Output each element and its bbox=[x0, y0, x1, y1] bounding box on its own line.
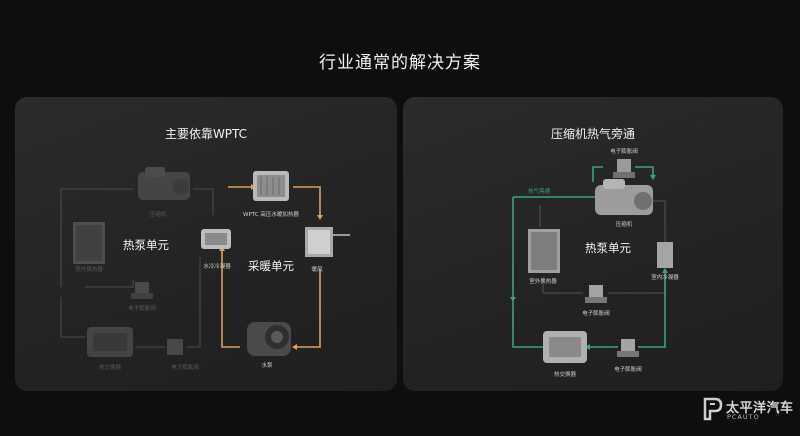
right-plate-hx-icon bbox=[543, 331, 587, 363]
right-outdoor-hx-icon bbox=[528, 229, 560, 273]
water-pump-icon bbox=[247, 322, 291, 356]
heating-arrow-2 bbox=[317, 215, 323, 220]
left-panel-title: 主要依靠WPTC bbox=[164, 127, 248, 141]
left-plate-hx-icon bbox=[87, 327, 133, 357]
right-label-indoor-condenser: 室内冷凝器 bbox=[651, 275, 679, 281]
left-label-eev: 电子膨胀阀 bbox=[128, 306, 156, 312]
right-label-eev-mid: 电子膨胀阀 bbox=[582, 311, 610, 317]
right-label-outdoor-hx: 室外换热器 bbox=[529, 279, 557, 285]
left-label-eev2: 电子膨胀阀 bbox=[171, 365, 199, 371]
right-panel-bypass: 压缩机 热气旁通 bbox=[403, 97, 783, 391]
page-headline: 行业通常的解决方案 bbox=[319, 53, 481, 73]
pcauto-logo: 太平洋汽车 PCAUTO bbox=[703, 395, 795, 425]
right-unit-heat-pump: 热泵单元 bbox=[585, 241, 631, 255]
bypass-arrow-3 bbox=[585, 344, 590, 350]
right-flow-diagram bbox=[510, 159, 673, 363]
left-outdoor-hx-icon bbox=[73, 222, 105, 264]
bypass-arrow-2 bbox=[510, 297, 516, 302]
left-unit-heating: 采暖单元 bbox=[248, 259, 294, 273]
right-eev-mid-icon bbox=[585, 285, 607, 303]
bypass-line-4 bbox=[638, 269, 666, 348]
left-dim-line-2 bbox=[193, 188, 214, 215]
left-panel-wptc: 主要依靠WPTC bbox=[15, 97, 397, 391]
wptc-heater-icon bbox=[253, 171, 289, 201]
right-label-eev-top: 电子膨胀阀 bbox=[610, 149, 638, 155]
left-label-pump: 水泵 bbox=[261, 363, 273, 369]
pcauto-logo-cn: 太平洋汽车 bbox=[726, 401, 794, 416]
water-condenser-icon bbox=[201, 229, 231, 249]
right-label-hot-gas-bypass: 热气旁通 bbox=[527, 189, 551, 195]
left-eev2-icon bbox=[167, 339, 183, 355]
bypass-line-2 bbox=[512, 197, 543, 348]
right-indoor-condenser-icon bbox=[657, 242, 673, 268]
bypass-arrow-5 bbox=[650, 175, 656, 180]
heating-arrow-3 bbox=[292, 344, 297, 350]
heater-core-icon bbox=[305, 227, 350, 257]
pcauto-logo-icon bbox=[703, 397, 723, 421]
left-dim-line-3 bbox=[85, 280, 134, 288]
pcauto-logo-en: PCAUTO bbox=[727, 413, 760, 421]
right-compressor-icon bbox=[595, 179, 653, 215]
left-dim-line-1 bbox=[60, 188, 133, 287]
left-label-compressor: 压缩机 bbox=[149, 212, 167, 218]
left-label-water-condenser: 水冷冷凝器 bbox=[203, 264, 231, 270]
right-label-compressor: 压缩机 bbox=[615, 222, 633, 228]
right-eev-bottom-icon bbox=[617, 339, 639, 357]
bypass-line-5 bbox=[635, 166, 654, 177]
heating-line-4 bbox=[221, 249, 240, 348]
left-label-wptc: WPTC 高压水暖加热器 bbox=[243, 212, 299, 218]
bypass-arrow-4 bbox=[662, 268, 668, 273]
right-eev-top-icon bbox=[613, 159, 635, 178]
left-compressor-icon bbox=[138, 167, 190, 200]
right-panel-title: 压缩机热气旁通 bbox=[550, 127, 635, 141]
left-label-heater-core: 暖风 bbox=[311, 267, 323, 273]
left-dim-line-4 bbox=[60, 297, 85, 338]
left-unit-heat-pump: 热泵单元 bbox=[123, 238, 169, 252]
left-label-outdoor-hx: 室外换热器 bbox=[75, 267, 103, 273]
right-label-eev-bottom: 电子膨胀阀 bbox=[614, 367, 642, 373]
right-dim-line-2 bbox=[542, 277, 583, 294]
right-label-plate-hx: 热交换器 bbox=[553, 372, 577, 378]
heating-line-3 bbox=[295, 269, 321, 348]
left-eev-icon bbox=[131, 282, 153, 299]
bypass-line-6 bbox=[592, 166, 603, 182]
heating-line-2 bbox=[293, 186, 321, 217]
left-dim-line-6 bbox=[187, 257, 201, 348]
left-flow-diagram bbox=[60, 167, 350, 357]
left-label-plate-hx: 热交换器 bbox=[98, 365, 122, 371]
